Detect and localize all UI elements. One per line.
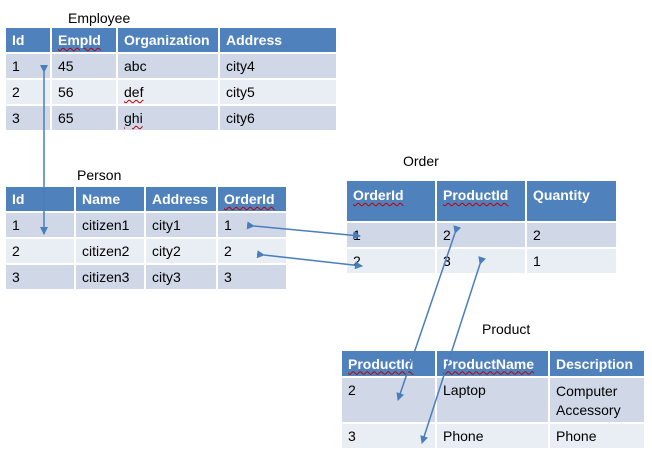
product-cell: 3	[342, 424, 437, 450]
table-row: 1 2 2	[347, 223, 616, 249]
order-header-productid: ProductId	[437, 181, 527, 223]
table-row: 1 45 abc city4	[6, 54, 336, 80]
employee-title: Employee	[68, 10, 131, 26]
employee-header-id: Id	[6, 28, 52, 54]
person-cell: city1	[146, 213, 218, 239]
table-row: 1 citizen1 city1 1	[6, 213, 286, 239]
employee-cell: 2	[6, 80, 52, 106]
order-cell: 2	[347, 249, 437, 275]
product-cell: 2	[342, 378, 437, 424]
person-cell: 1	[6, 213, 76, 239]
person-cell: 3	[218, 265, 286, 291]
product-cell: Phone	[437, 424, 550, 450]
employee-table: Id EmpId Organization Address 1 45 abc c…	[6, 28, 336, 132]
employee-cell: city4	[220, 54, 336, 80]
table-row: 2 3 1	[347, 249, 616, 275]
order-header-orderid: OrderId	[347, 181, 437, 223]
person-header-address: Address	[146, 187, 218, 213]
table-row: 3 Phone Phone	[342, 424, 644, 450]
person-cell: citizen2	[76, 239, 146, 265]
order-header-quantity: Quantity	[527, 181, 616, 223]
person-cell: 2	[218, 239, 286, 265]
person-cell: citizen3	[76, 265, 146, 291]
employee-cell: 45	[52, 54, 118, 80]
table-row: 3 65 ghi city6	[6, 106, 336, 132]
person-cell: city3	[146, 265, 218, 291]
person-cell: 1	[218, 213, 286, 239]
employee-cell: 1	[6, 54, 52, 80]
employee-cell: 65	[52, 106, 118, 132]
person-cell: 2	[6, 239, 76, 265]
employee-header-address: Address	[220, 28, 336, 54]
employee-cell: abc	[118, 54, 220, 80]
product-header-productid: ProductId	[342, 351, 437, 378]
person-header-id: Id	[6, 187, 76, 213]
employee-cell: 56	[52, 80, 118, 106]
employee-header-empid: EmpId	[52, 28, 118, 54]
order-cell: 2	[527, 223, 616, 249]
employee-cell: city5	[220, 80, 336, 106]
product-cell: Laptop	[437, 378, 550, 424]
order-cell: 1	[527, 249, 616, 275]
table-row: 2 Laptop Computer Accessory	[342, 378, 644, 424]
order-cell: 1	[347, 223, 437, 249]
product-title: Product	[482, 321, 531, 337]
order-cell: 2	[437, 223, 527, 249]
product-header-productname: ProductName	[437, 351, 550, 378]
employee-cell: 3	[6, 106, 52, 132]
product-header-description: Description	[550, 351, 644, 378]
product-cell: Computer Accessory	[550, 378, 644, 424]
table-row: 2 56 def city5	[6, 80, 336, 106]
table-row: 2 citizen2 city2 2	[6, 239, 286, 265]
product-table: ProductId ProductName Description 2 Lapt…	[342, 351, 644, 450]
order-title: Order	[403, 153, 439, 169]
employee-header-organization: Organization	[118, 28, 220, 54]
order-cell: 3	[437, 249, 527, 275]
person-header-orderid: OrderId	[218, 187, 286, 213]
order-table: OrderId ProductId Quantity 1 2 2 2 3 1	[347, 181, 616, 275]
person-table: Id Name Address OrderId 1 citizen1 city1…	[6, 187, 286, 291]
employee-cell: def	[118, 80, 220, 106]
table-row: 3 citizen3 city3 3	[6, 265, 286, 291]
employee-cell: city6	[220, 106, 336, 132]
employee-cell: ghi	[118, 106, 220, 132]
person-cell: city2	[146, 239, 218, 265]
person-title: Person	[77, 167, 122, 183]
person-header-name: Name	[76, 187, 146, 213]
person-cell: 3	[6, 265, 76, 291]
product-cell: Phone	[550, 424, 644, 450]
person-cell: citizen1	[76, 213, 146, 239]
